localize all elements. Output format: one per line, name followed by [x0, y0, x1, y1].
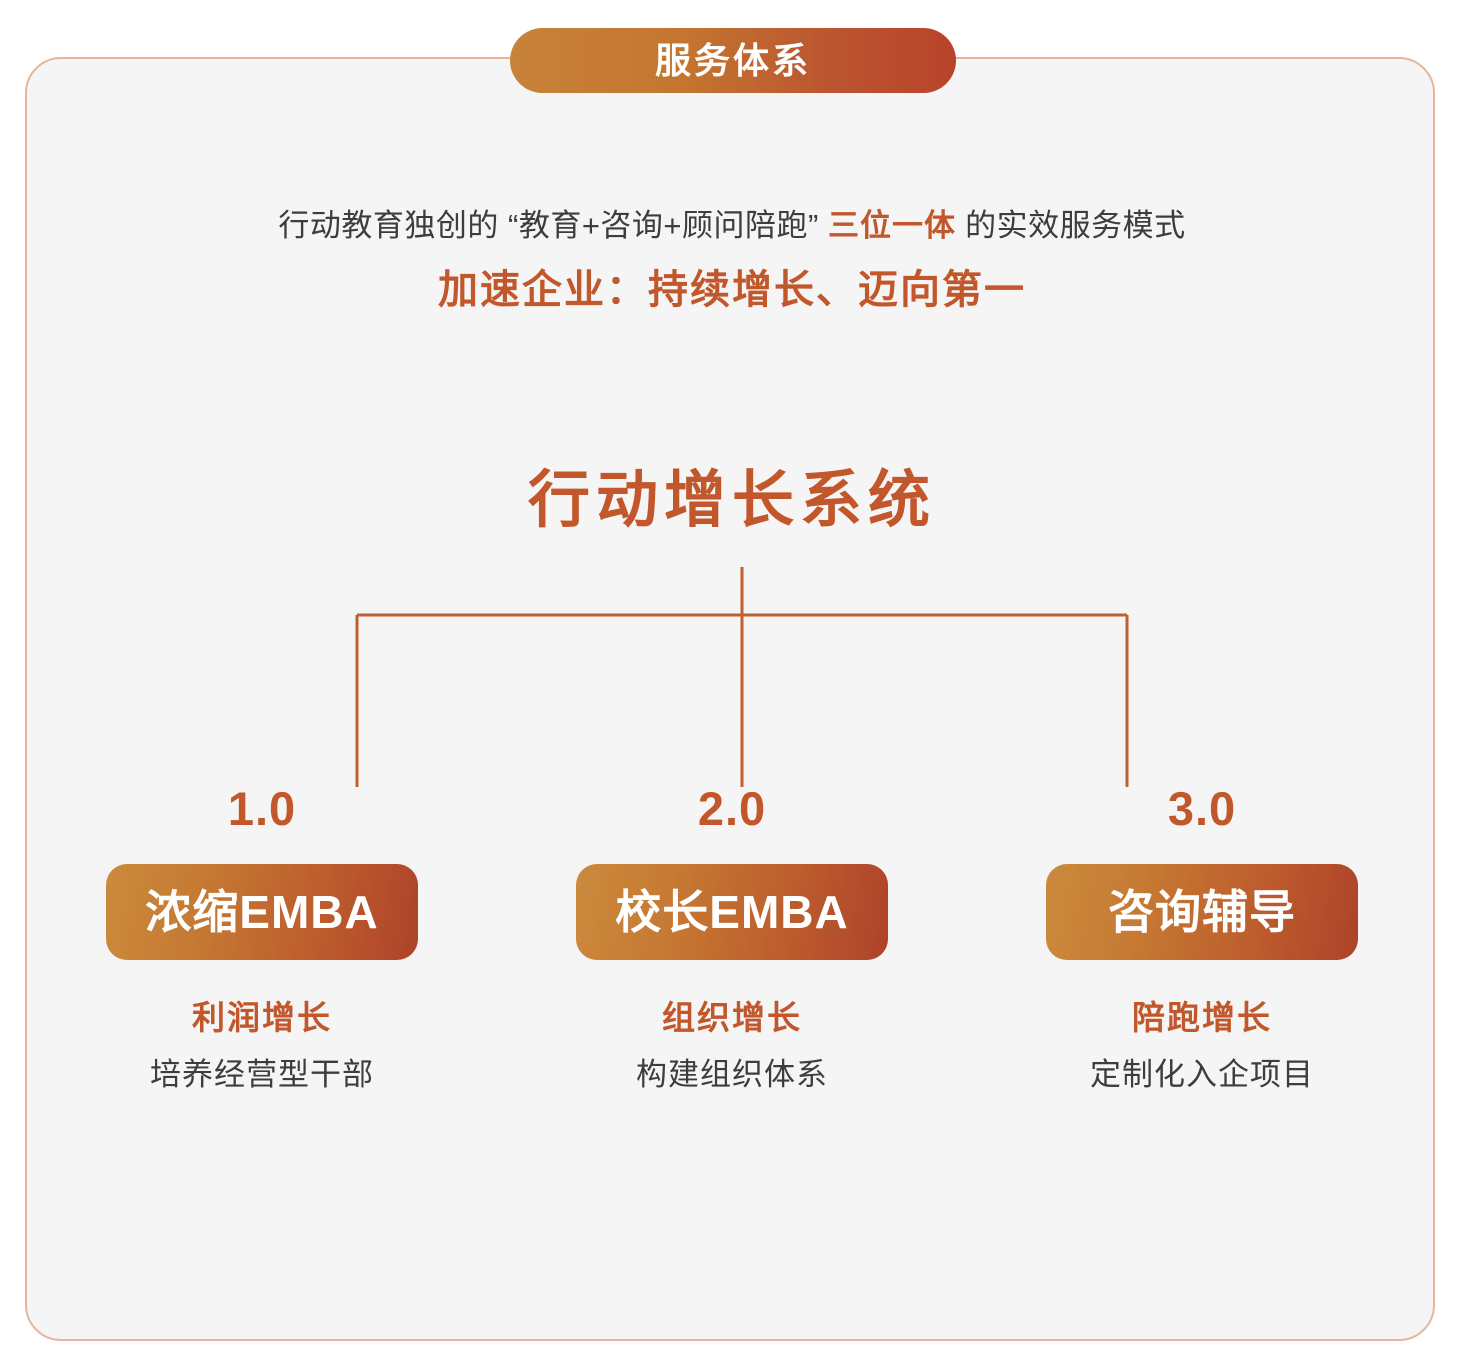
content-card: 行动教育独创的 “教育+咨询+顾问陪跑” 三位一体 的实效服务模式 加速企业：持…: [25, 57, 1435, 1341]
badge-3-label: 咨询辅导: [1108, 886, 1296, 938]
badge-1-label: 浓缩EMBA: [145, 886, 379, 938]
badge-concentrated-emba[interactable]: 浓缩EMBA: [106, 864, 418, 960]
badge-consulting-coaching[interactable]: 咨询辅导: [1046, 864, 1358, 960]
column-2-version: 2.0: [697, 782, 767, 835]
intro-line-1: 行动教育独创的 “教育+咨询+顾问陪跑” 三位一体 的实效服务模式: [27, 207, 1437, 244]
columns-row: 1.0 浓缩EMBA 利润增长 培养经营型干部 2.0 校长EMBA 组织增长 …: [27, 785, 1437, 1093]
section-header-pill: 服务体系: [510, 28, 956, 93]
intro-line-1-prefix: 行动教育独创的 “教育+咨询+顾问陪跑”: [278, 208, 828, 243]
intro-block: 行动教育独创的 “教育+咨询+顾问陪跑” 三位一体 的实效服务模式 加速企业：持…: [27, 207, 1437, 314]
column-3-heading: 陪跑增长: [1132, 999, 1272, 1036]
badge-2-label: 校长EMBA: [615, 886, 849, 938]
column-1-heading: 利润增长: [192, 999, 332, 1036]
column-3-version: 3.0: [1167, 782, 1237, 835]
intro-line-1-highlight: 三位一体: [827, 208, 956, 243]
column-2: 2.0 校长EMBA 组织增长 构建组织体系: [497, 785, 967, 1093]
column-2-heading: 组织增长: [662, 999, 802, 1036]
section-header-label: 服务体系: [654, 39, 811, 81]
intro-line-2: 加速企业：持续增长、迈向第一: [438, 268, 1026, 313]
column-1-description: 培养经营型干部: [150, 1056, 374, 1092]
intro-line-1-suffix: 的实效服务模式: [955, 208, 1186, 243]
column-2-description: 构建组织体系: [636, 1056, 828, 1092]
column-1-version: 1.0: [227, 782, 297, 835]
column-3-description: 定制化入企项目: [1090, 1056, 1314, 1092]
badge-president-emba[interactable]: 校长EMBA: [576, 864, 888, 960]
column-3: 3.0 咨询辅导 陪跑增长 定制化入企项目: [967, 785, 1437, 1093]
system-title: 行动增长系统: [527, 466, 936, 535]
column-1: 1.0 浓缩EMBA 利润增长 培养经营型干部: [27, 785, 497, 1093]
